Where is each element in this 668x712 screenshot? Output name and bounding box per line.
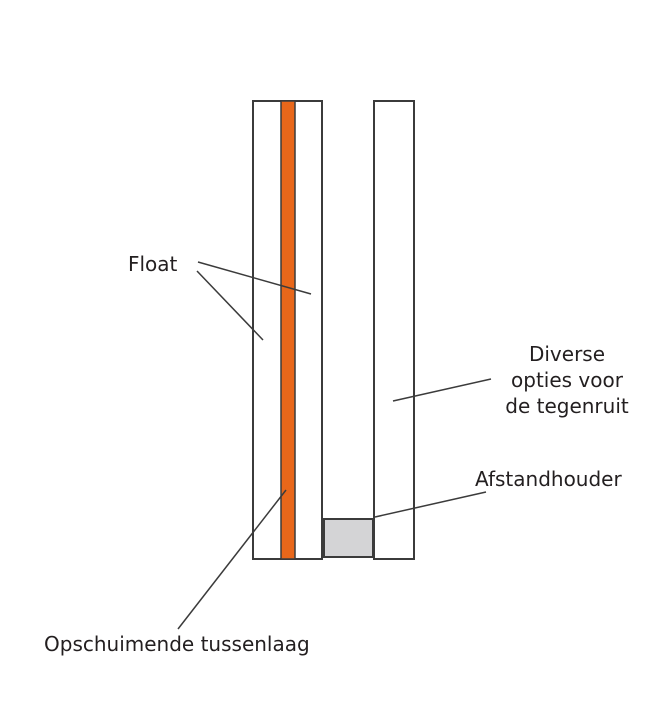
counter-pane-label-line1: Diverse xyxy=(528,342,606,366)
spacer-block xyxy=(323,518,374,558)
float-leader-line-lower xyxy=(196,270,264,341)
interlayer-leader-line xyxy=(177,489,287,630)
float-label: Float xyxy=(128,252,178,276)
right-pane xyxy=(373,100,415,560)
float-leader-line-upper xyxy=(197,261,312,295)
spacer-leader-line xyxy=(374,491,487,518)
interlayer-stripe xyxy=(280,100,296,560)
counter-pane-label-line3: de tegenruit xyxy=(505,394,629,418)
counter-pane-label-line2: opties voor xyxy=(511,368,623,392)
counter-pane-label: Diverse opties voor de tegenruit xyxy=(488,341,646,419)
interlayer-label: Opschuimende tussenlaag xyxy=(44,632,310,656)
counter-pane-leader-line xyxy=(392,378,492,402)
spacer-label: Afstandhouder xyxy=(475,467,622,491)
